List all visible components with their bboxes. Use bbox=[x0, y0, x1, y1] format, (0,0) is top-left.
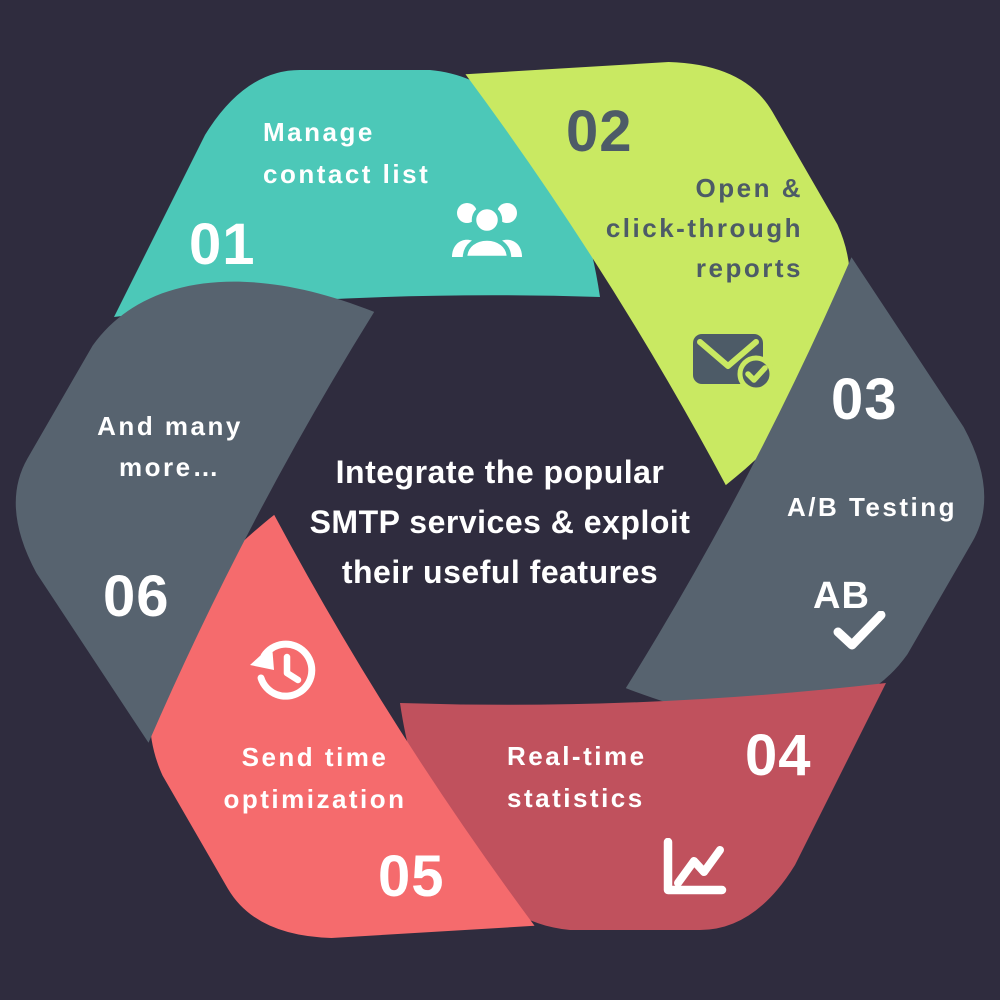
segment-02-number: 02 bbox=[566, 99, 633, 164]
segment-06-number: 06 bbox=[103, 564, 170, 629]
ab-testing-check-icon: AB bbox=[813, 576, 887, 651]
label-line: statistics bbox=[507, 783, 645, 813]
segment-05-petal bbox=[149, 514, 535, 938]
label-line: more… bbox=[118, 452, 222, 482]
segment-05-label: Send time optimization bbox=[190, 736, 440, 820]
label-line: contact list bbox=[263, 159, 431, 189]
segment-01-number: 01 bbox=[189, 212, 256, 277]
center-title: Integrate the popular SMTP services & ex… bbox=[250, 447, 750, 597]
segment-06-label: And many more… bbox=[45, 406, 295, 488]
label-line: Manage bbox=[263, 117, 375, 147]
center-title-line: their useful features bbox=[341, 554, 659, 590]
segment-01-label: Manage contact list bbox=[263, 111, 430, 195]
segment-04-petal bbox=[400, 683, 886, 930]
label-line: click-through bbox=[605, 213, 803, 243]
segment-04-number: 04 bbox=[745, 723, 812, 788]
label-line: And many bbox=[97, 411, 243, 441]
center-title-line: Integrate the popular bbox=[335, 454, 665, 490]
segment-04-label: Real-time statistics bbox=[507, 735, 647, 819]
label-line: optimization bbox=[223, 784, 407, 814]
label-line: Send time bbox=[241, 742, 389, 772]
send-time-history-clock-icon bbox=[246, 632, 320, 704]
center-title-line: SMTP services & exploit bbox=[309, 504, 691, 540]
ab-icon-letters: AB bbox=[813, 575, 870, 617]
segment-03-petal bbox=[625, 257, 985, 719]
line-chart-icon bbox=[661, 838, 727, 898]
segment-05-number: 05 bbox=[378, 844, 445, 909]
segment-02-label: Open & click-through reports bbox=[552, 168, 803, 288]
segment-03-label: A/B Testing bbox=[742, 486, 1000, 528]
segment-06-petal bbox=[15, 281, 375, 743]
label-line: Real-time bbox=[507, 741, 647, 771]
label-line: reports bbox=[695, 253, 803, 283]
segment-03-number: 03 bbox=[831, 367, 898, 432]
label-line: A/B Testing bbox=[786, 492, 958, 522]
email-check-icon bbox=[691, 327, 775, 393]
label-line: Open & bbox=[695, 173, 803, 203]
people-group-icon bbox=[449, 197, 525, 261]
